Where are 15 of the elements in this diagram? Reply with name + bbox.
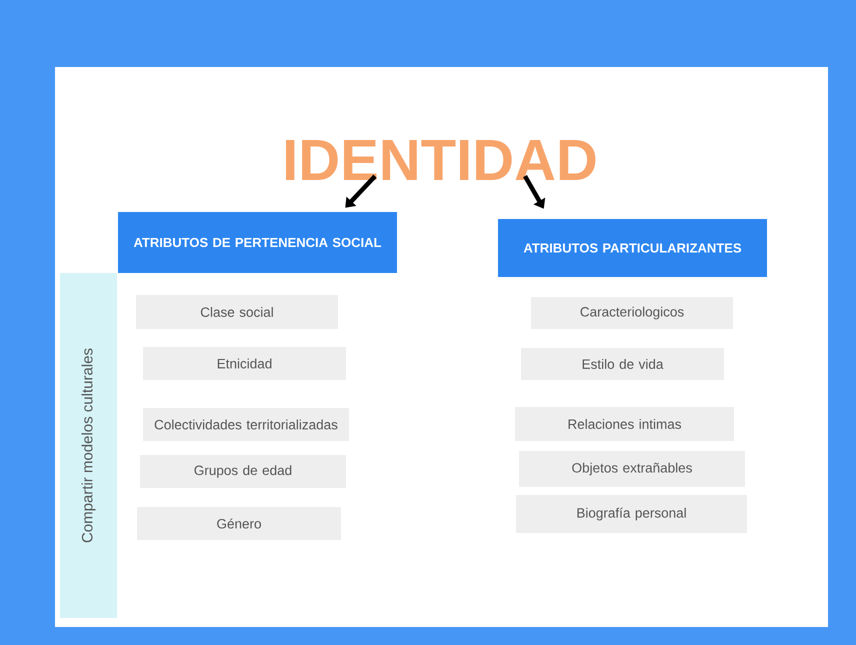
- title-text: IDENTIDAD: [286, 140, 596, 180]
- attribute-box: Etnicidad: [143, 347, 346, 380]
- attribute-box: Colectividades territorializadas: [143, 408, 349, 441]
- attribute-box: Caracteriologicos: [531, 297, 733, 329]
- attribute-box: Objetos extrañables: [519, 451, 745, 487]
- header-box: ATRIBUTOS PARTICULARIZANTES: [498, 219, 767, 277]
- side-band: Compartir modelos culturales: [60, 273, 117, 618]
- header-box: ATRIBUTOS DE PERTENENCIA SOCIAL: [118, 212, 397, 273]
- attribute-box: Grupos de edad: [140, 455, 346, 488]
- attribute-box: Relaciones intimas: [515, 407, 734, 441]
- arrow: [345, 174, 377, 208]
- attribute-box: Género: [137, 507, 341, 540]
- attribute-box: Clase social: [136, 295, 338, 329]
- attribute-box: Biografía personal: [516, 495, 747, 533]
- attribute-box: Estilo de vida: [521, 348, 724, 380]
